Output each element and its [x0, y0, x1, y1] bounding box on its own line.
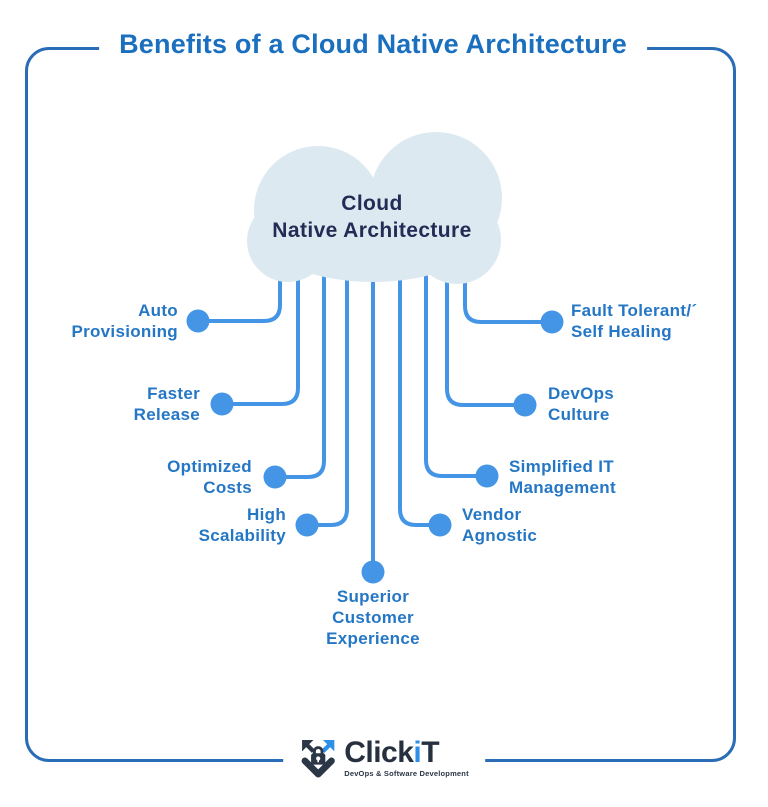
dot-simplified-it-management — [475, 464, 499, 488]
connector-lines — [196, 260, 554, 574]
dot-vendor-agnostic — [428, 513, 452, 537]
connector-auto-provisioning — [196, 260, 282, 323]
cloud-label-line1: Cloud — [341, 192, 403, 215]
dot-devops-culture — [513, 393, 537, 417]
connector-fault-tolerant — [463, 260, 554, 324]
benefit-label-optimized-costs: Optimized Costs — [167, 457, 252, 497]
connector-dots — [186, 309, 564, 584]
dot-high-scalability — [295, 513, 319, 537]
dot-faster-release — [210, 392, 234, 416]
benefit-label-fault-tolerant-self-healing: Fault Tolerant/´ Self Healing — [571, 301, 698, 341]
connector-high-scalability — [305, 260, 349, 527]
dot-superior-customer-experience — [361, 560, 385, 584]
benefit-label-superior-customer-experience: Superior Customer Experience — [326, 587, 420, 648]
benefit-label-faster-release: Faster Release — [133, 384, 200, 424]
dot-fault-tolerant — [540, 310, 564, 334]
benefit-label-auto-provisioning: Auto Provisioning — [71, 301, 178, 341]
connector-vendor-agnostic — [398, 260, 442, 527]
brand-tagline: DevOps & Software Development — [344, 769, 469, 778]
benefit-label-vendor-agnostic: Vendor Agnostic — [462, 505, 538, 545]
cloud-shape — [247, 132, 502, 284]
dot-optimized-costs — [263, 465, 287, 489]
connector-optimized-costs — [273, 260, 326, 479]
page-title: Benefits of a Cloud Native Architecture — [99, 29, 647, 60]
clickit-logo: ClickiT DevOps & Software Development — [283, 737, 485, 779]
logo-text: ClickiT DevOps & Software Development — [344, 736, 469, 779]
cloud-label: Cloud Native Architecture — [242, 190, 502, 244]
connector-devops-culture — [445, 260, 527, 407]
benefit-label-high-scalability: High Scalability — [198, 505, 286, 545]
dot-auto-provisioning — [186, 309, 210, 333]
benefit-label-simplified-it-management: Simplified IT Management — [509, 457, 616, 497]
cloud-label-line2: Native Architecture — [272, 219, 472, 242]
shield-lock-arrows-icon — [301, 739, 335, 778]
connector-faster-release — [220, 260, 300, 406]
brand-name: ClickiT — [344, 736, 440, 769]
connector-simplified-it-management — [424, 260, 489, 478]
benefit-label-devops-culture: DevOps Culture — [548, 384, 615, 424]
